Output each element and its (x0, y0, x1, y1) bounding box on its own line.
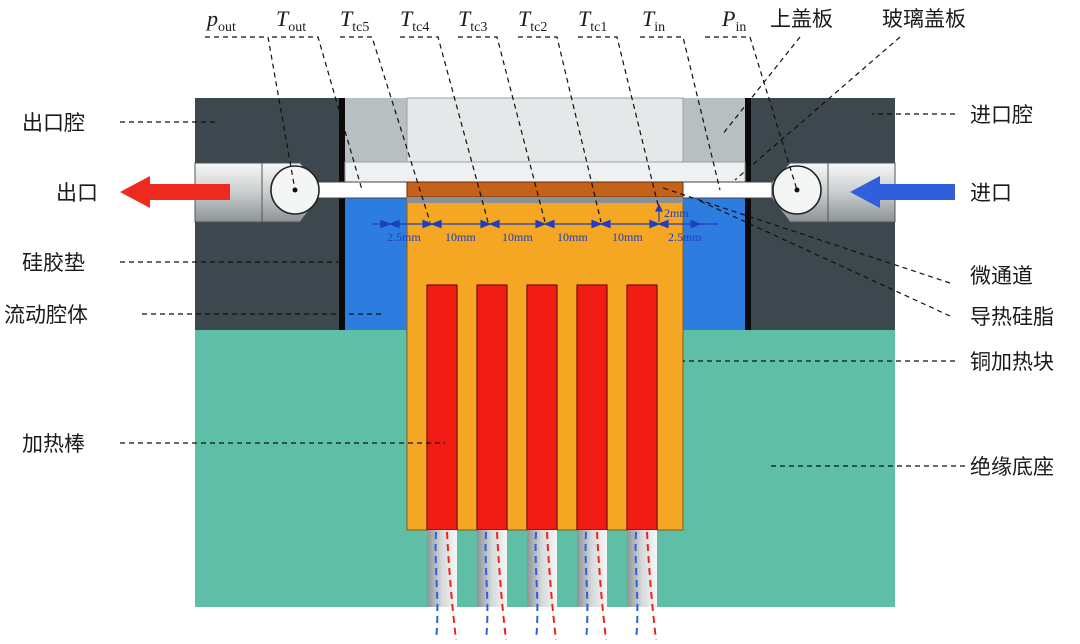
rod-stems (427, 530, 657, 607)
leader-t-tc3 (458, 36, 546, 223)
label-outlet: 出口 (56, 181, 98, 205)
inlet-valve-dot (794, 187, 800, 193)
label-outlet-cavity: 出口腔 (22, 111, 85, 135)
label-glass-cover: 玻璃盖板 (882, 7, 966, 31)
heating-rod-3 (526, 284, 558, 531)
outlet-channel (317, 181, 408, 199)
dim-label-5: 10mm (612, 230, 643, 244)
label-p-out: pout (205, 6, 236, 35)
wire-red-3 (546, 531, 557, 641)
rod-stem-2 (477, 530, 507, 607)
label-flow-cavity: 流动腔体 (4, 303, 88, 327)
outlet-arrow-icon (120, 176, 230, 208)
leader-t-out (272, 36, 363, 191)
wire-blue-2 (484, 531, 489, 641)
dim-arrow-3 (480, 219, 500, 229)
heating-rod-1 (426, 284, 458, 531)
wire-blue-3 (534, 531, 539, 641)
label-t-tc3: Ttc3 (458, 6, 487, 35)
wire-blue-1 (434, 531, 439, 641)
label-heating-rod: 加热棒 (22, 432, 85, 456)
label-t-tc4: Ttc4 (400, 6, 429, 35)
micro-channel-layer (406, 181, 684, 198)
label-t-out: Tout (276, 6, 306, 35)
leader-thermal-grease (699, 200, 951, 317)
label-t-in: Tin (642, 6, 665, 35)
wire-red-4 (596, 531, 607, 641)
wire-red-2 (496, 531, 507, 641)
leader-upper-cover (721, 36, 801, 136)
fluid-cavity-left (345, 198, 407, 330)
leader-t-in (640, 36, 721, 191)
upper-cover-left (345, 98, 407, 162)
dim-arrow-1 (380, 219, 400, 229)
dim-label-4: 10mm (557, 230, 588, 244)
glass-cover-plate (406, 97, 684, 163)
label-silicone-gasket: 硅胶垫 (22, 251, 85, 275)
dim-arrow-2 (422, 219, 442, 229)
leader-t-tc4 (400, 36, 489, 223)
label-micro-channel: 微通道 (970, 264, 1033, 288)
heating-rod-5 (626, 284, 658, 531)
dim-label-6: 2.5mm (668, 230, 702, 244)
dim-label-3: 10mm (502, 230, 533, 244)
leader-micro-channel (659, 186, 951, 284)
wire-blue-5 (634, 531, 639, 641)
label-inlet: 进口 (970, 181, 1012, 205)
label-copper-block: 铜加热块 (970, 350, 1054, 374)
dim-arrow-5 (591, 219, 611, 229)
label-thermal-grease: 导热硅脂 (970, 305, 1054, 329)
rod-wires (434, 531, 657, 641)
dimension-line (372, 203, 718, 229)
leader-t-tc5 (340, 36, 431, 223)
label-inlet-cavity: 进口腔 (970, 103, 1033, 127)
label-t-tc1: Ttc1 (578, 6, 607, 35)
dim-arrow-4 (535, 219, 555, 229)
dim-label-1: 2.5mm (387, 230, 421, 244)
dim-label-top: 2mm (664, 206, 689, 220)
dim-arrow-7 (690, 219, 702, 229)
leader-p-in (705, 36, 798, 191)
inlet-arrow-icon (850, 176, 955, 208)
label-t-tc5: Ttc5 (340, 6, 369, 35)
rod-stem-5 (627, 530, 657, 607)
dim-arrow-6 (649, 219, 669, 229)
heating-rod-2 (476, 284, 508, 531)
leader-t-tc2 (518, 36, 602, 223)
fluid-cavity-right (683, 198, 745, 330)
cover-strip (344, 161, 746, 183)
leader-glass-cover (734, 36, 901, 181)
leader-lines (120, 36, 965, 467)
wire-red-5 (646, 531, 657, 641)
inlet-channel (682, 181, 773, 199)
heating-rod-4 (576, 284, 608, 531)
silicone-gasket-right (745, 98, 751, 330)
wire-blue-4 (584, 531, 589, 641)
leader-t-tc1 (578, 36, 659, 206)
thermal-grease-layer (407, 197, 683, 203)
label-t-tc2: Ttc2 (518, 6, 547, 35)
rod-stem-4 (577, 530, 607, 607)
label-upper-cover: 上盖板 (770, 7, 833, 31)
label-insulating-base: 绝缘底座 (970, 455, 1054, 479)
label-p-in: Pin (721, 6, 746, 35)
rod-stem-1 (427, 530, 457, 607)
leader-p-out (205, 36, 296, 191)
silicone-gasket-left (339, 98, 345, 330)
rod-stem-3 (527, 530, 557, 607)
dim-vertical-arrow (655, 203, 663, 212)
upper-cover-right (683, 98, 745, 162)
dim-label-2: 10mm (445, 230, 476, 244)
wire-red-1 (446, 531, 457, 641)
